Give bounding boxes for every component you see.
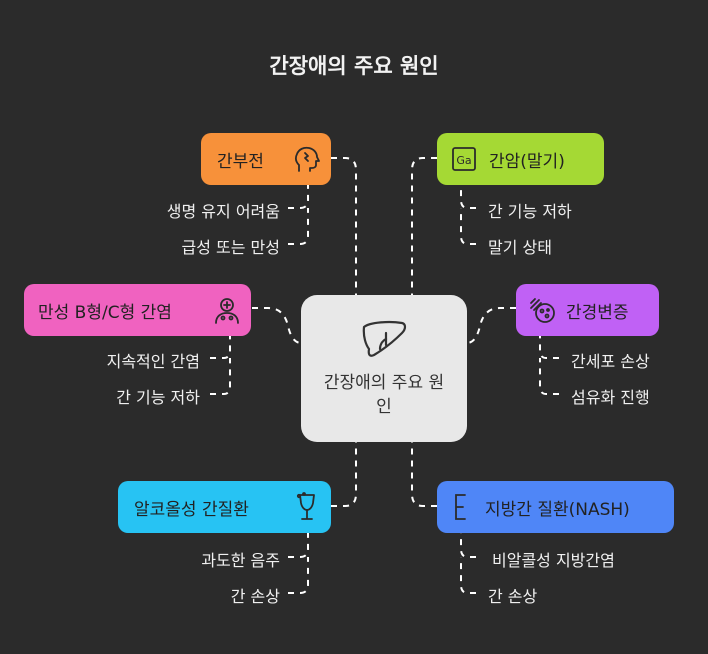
category-alcoholic-liver-disease: 알코올성 간질환 [118,481,331,533]
list-item: 말기 상태 [488,238,552,257]
category-label: 지방간 질환(NASH) [485,499,630,520]
list-item: 섬유화 진행 [571,388,650,407]
category-chronic-hepatitis: 만성 B형/C형 간염 [24,284,251,336]
virus-cell-icon [528,296,556,324]
category-cirrhosis: 간경변증 [516,284,659,336]
list-item: 간 기능 저하 [116,388,200,407]
svg-text:Ga: Ga [456,154,471,167]
list-item: 간세포 손상 [571,352,650,371]
patient-icon [213,296,241,324]
liver-icon [360,319,408,363]
energy-e-icon [451,492,471,522]
category-label: 간경변증 [566,302,629,323]
center-node: 간장애의 주요 원인 [301,295,467,442]
category-liver-cancer: Ga 간암(말기) [437,133,604,185]
list-item: 간 손상 [230,587,280,606]
category-liver-failure: 간부전 [201,133,331,185]
category-label: 간부전 [217,151,264,172]
center-label: 간장애의 주요 원인 [323,372,445,417]
list-item: 간 기능 저하 [488,202,572,221]
list-item: 생명 유지 어려움 [166,202,280,221]
category-label: 간암(말기) [489,151,565,172]
gallium-element-icon: Ga [451,146,477,172]
category-fatty-liver-disease: 지방간 질환(NASH) [437,481,674,533]
diagram-title: 간장애의 주요 원인 [269,54,439,78]
list-item: 급성 또는 만성 [181,238,281,257]
head-icon [293,145,321,173]
list-item: 지속적인 간염 [106,352,200,371]
list-item: 비알콜성 지방간염 [492,551,615,570]
category-label: 알코올성 간질환 [134,499,249,520]
list-item: 간 손상 [488,587,538,606]
category-label: 만성 B형/C형 간염 [38,302,172,323]
wine-glass-icon [295,492,319,522]
list-item: 과도한 음주 [201,551,280,570]
